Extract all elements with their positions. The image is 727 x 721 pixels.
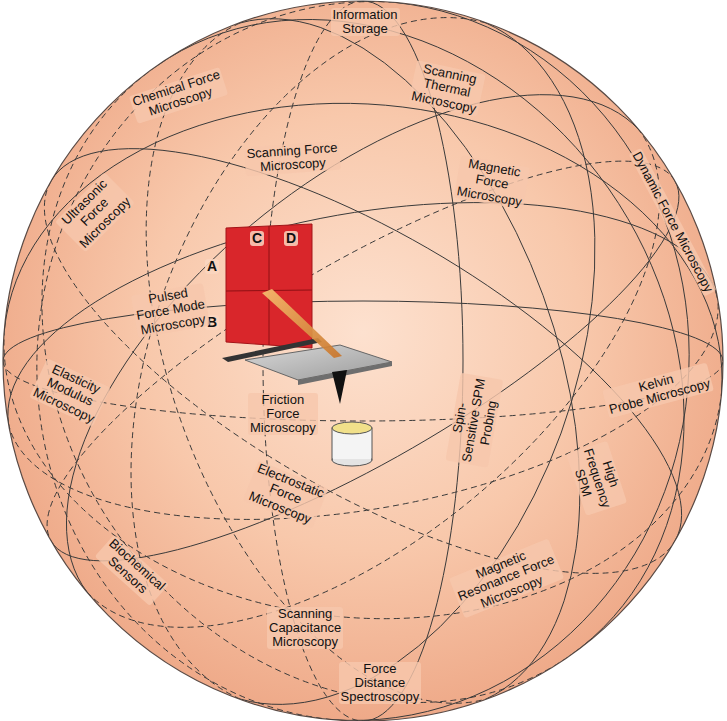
cantilever-chip <box>245 345 392 380</box>
technique-label: Information Storage <box>331 8 400 37</box>
front-grid-lines <box>3 1 723 721</box>
label-line: Spectroscopy <box>341 690 420 704</box>
back-grid-lines <box>3 1 723 721</box>
sphere-grid <box>3 1 723 721</box>
technique-label: Pulsed Force Mode Microscopy <box>130 282 210 337</box>
label-line: Friction <box>250 393 316 407</box>
label-line: A <box>207 259 217 274</box>
technique-label: Kelvin Probe Microscopy <box>602 362 714 418</box>
label-line: Microscopy <box>250 421 316 435</box>
technique-label: Force Distance Spectroscopy <box>339 662 422 705</box>
detector-divider <box>269 226 270 345</box>
technique-label: High Frequency SPM <box>566 440 627 515</box>
technique-label: Chemical Force Microscopy <box>128 67 227 124</box>
probe-tip <box>332 370 347 404</box>
technique-label: Biochemical Sensors <box>95 534 169 605</box>
technique-label: Magnetic Resonance Force Microscopy <box>448 538 563 618</box>
afm-illustration <box>222 224 392 466</box>
label-line: Information <box>333 8 398 22</box>
quadrant-label: A <box>205 259 219 274</box>
label-line: D <box>286 231 296 246</box>
sample-surface <box>332 422 372 434</box>
laser-beam <box>262 289 342 358</box>
label-line: Storage <box>333 22 398 36</box>
technique-label: Spin-Sensitive SPM Probing <box>445 373 503 468</box>
technique-label: Scanning Thermal Microscopy <box>408 60 485 116</box>
sphere <box>3 1 723 721</box>
technique-label: Scanning Capacitance Microscopy <box>267 607 343 650</box>
label-line: Distance <box>341 676 420 690</box>
technique-label: Scanning Force Microscopy <box>244 140 341 175</box>
label-line: Microscopy <box>269 635 341 649</box>
label-line: Force <box>250 407 316 421</box>
label-line: Scanning <box>269 607 341 621</box>
technique-label: Magnetic Force Microscopy <box>454 155 530 209</box>
technique-label: Electrostatic Force Microscopy <box>242 460 327 528</box>
quadrant-label: C <box>250 231 264 246</box>
sample-holder-body <box>333 440 371 459</box>
label-line: C <box>252 231 262 246</box>
label-line: Force <box>341 662 420 676</box>
technique-label: Friction Force Microscopy <box>248 393 318 436</box>
technique-label: Dynamic Force Microscopy <box>628 148 716 297</box>
photodetector <box>226 224 312 348</box>
technique-label: Elasticity Modulus Microscopy <box>29 358 110 426</box>
technique-label: Ultrasonic Force Microscopy <box>55 172 135 252</box>
quadrant-label: D <box>284 231 298 246</box>
label-line: Dynamic Force Microscopy <box>629 150 715 295</box>
label-line: Capacitance <box>269 621 341 635</box>
